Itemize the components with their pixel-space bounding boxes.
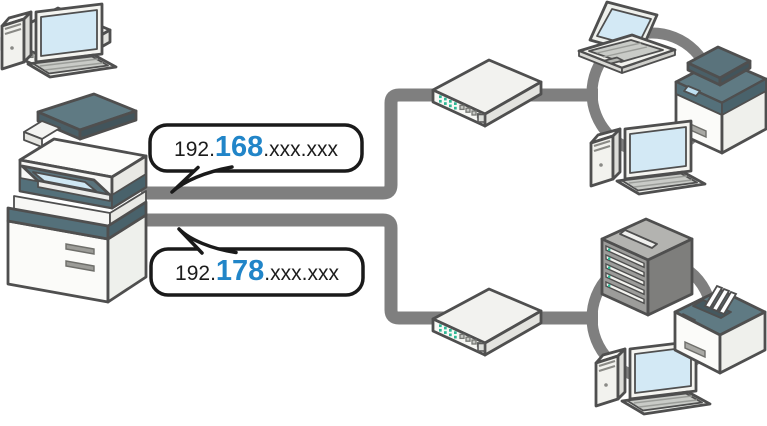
server-drive-bays [605,244,645,305]
network-cable-bottom [141,213,598,325]
ip-address-1: 192.168.xxx.xxx [174,131,338,163]
mfp-panel-ledge [37,180,111,202]
printer-front-slot [684,340,706,359]
laptop-icon [577,0,677,74]
ip-bubble-1: 192.168.xxx.xxx [148,123,364,194]
mfp-touchscreen [32,171,97,192]
mfp-collar-side [106,200,148,241]
ip-bubble-2-box [149,247,365,297]
server-icon [600,217,694,317]
ip-2-suffix: .xxx.xxx [264,262,339,285]
server-top-slot [619,229,658,249]
switch-top [431,58,543,128]
laser-printer-icon [673,284,767,375]
tower-side [22,10,33,64]
ip-bubble-1-box [148,123,364,173]
main-mfp-icon [6,92,148,304]
switch-bottom [431,287,543,357]
desktop-computer-shape [0,2,118,79]
laptop-key-rows [596,42,648,58]
ip-1-prefix: 192. [174,138,215,161]
ip-1-suffix: .xxx.xxx [263,138,338,161]
laptop-base-edge-side [621,49,676,74]
ip-2-highlight: 178 [216,255,264,287]
ip-1-highlight: 168 [215,131,263,163]
small-mfp-adf-side [718,59,752,87]
mfp-printer-icon [674,45,767,155]
monitor-screen [40,9,98,57]
tower-power-button [10,46,14,50]
server-side [646,237,694,317]
keyboard-key-rows [39,58,104,71]
ip-bubble-2-tail [177,227,238,255]
tower-drive-slots [4,22,22,36]
mfp-drawer-handle-1 [65,243,95,255]
mfp-adf-lid-side [78,109,138,141]
desktop-top-cluster [589,119,707,196]
small-mfp-screen [683,85,701,97]
mfp-tray-front [23,131,43,148]
ip-address-2: 192.178.xxx.xxx [175,255,339,287]
small-mfp-collar-side [721,78,767,116]
ip-2-prefix: 192. [175,262,216,285]
mfp-drawer-handle-2 [65,260,95,272]
ip-bubble-2: 192.178.xxx.xxx [149,227,365,297]
ip-bubble-1-tail [170,165,234,194]
printer-paper-sheets [703,284,738,316]
server-bay-leds [608,248,611,287]
mfp-scanner-band-side [111,173,147,209]
printer-body-side [718,310,767,375]
network-cable-top [141,88,598,200]
